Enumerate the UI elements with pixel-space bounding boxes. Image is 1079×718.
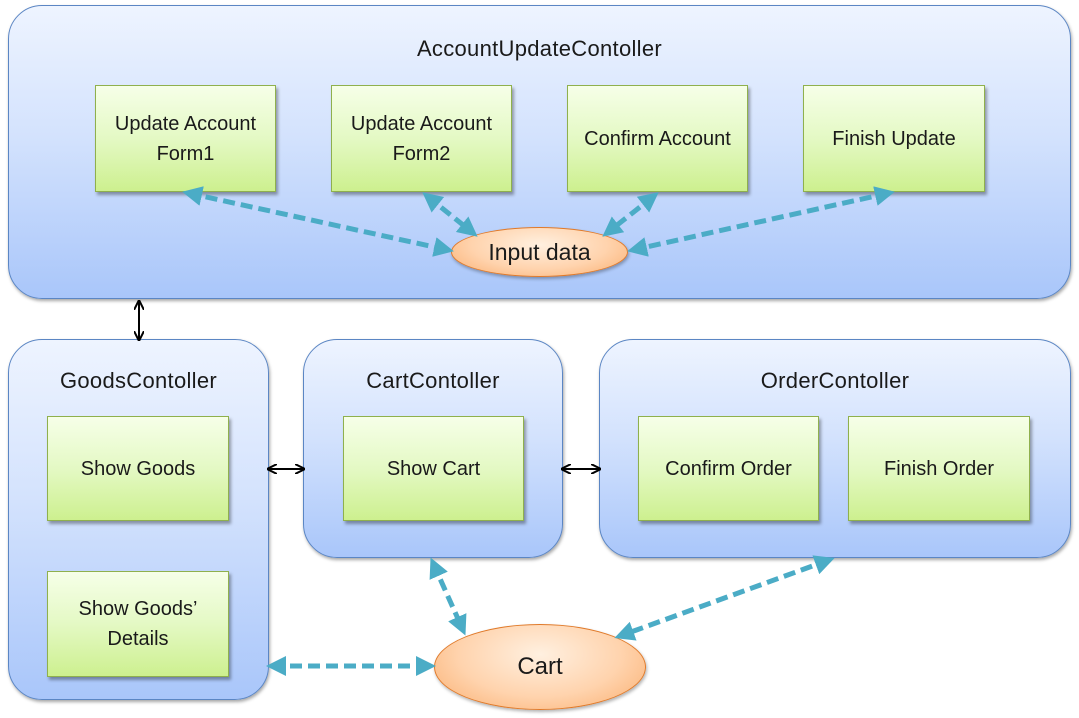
arrow-showcart-cart bbox=[429, 557, 467, 636]
account-update-controller-title: AccountUpdateContoller bbox=[416, 36, 663, 61]
finish-update-screen[interactable]: Finish Update bbox=[803, 85, 985, 192]
confirm-account-label: Confirm Account bbox=[584, 127, 731, 150]
arrow-order-cart bbox=[614, 555, 835, 641]
cart-store[interactable]: Cart bbox=[434, 624, 646, 710]
show-goods-label: Show Goods bbox=[80, 457, 196, 480]
arrow-form1-input bbox=[182, 186, 454, 257]
goods-controller-title: GoodsContoller bbox=[59, 368, 218, 393]
finish-update-label: Finish Update bbox=[832, 127, 956, 150]
confirm-account-screen[interactable]: Confirm Account bbox=[567, 85, 748, 192]
update-account-form2-label: Update Account Form2 bbox=[350, 112, 493, 165]
confirm-order-screen[interactable]: Confirm Order bbox=[638, 416, 819, 521]
finish-order-label: Finish Order bbox=[883, 457, 995, 480]
arrow-form2-input bbox=[422, 192, 478, 237]
update-account-form2-screen[interactable]: Update Account Form2 bbox=[331, 85, 512, 192]
cart-controller-title: CartContoller bbox=[366, 368, 500, 393]
show-cart-screen[interactable]: Show Cart bbox=[343, 416, 524, 521]
show-cart-label: Show Cart bbox=[386, 457, 481, 480]
order-controller-title: OrderContoller bbox=[760, 368, 910, 393]
arrow-finish-input bbox=[627, 186, 895, 257]
input-data-label: Input data bbox=[488, 238, 591, 265]
show-goods-details-label: Show Goods’ Details bbox=[78, 598, 198, 650]
finish-order-screen[interactable]: Finish Order bbox=[848, 416, 1030, 521]
arrow-confirm-input bbox=[602, 192, 659, 237]
show-goods-screen[interactable]: Show Goods bbox=[47, 416, 229, 521]
update-account-form1-label: Update Account Form1 bbox=[114, 112, 257, 165]
cart-store-label: Cart bbox=[517, 653, 563, 680]
confirm-order-label: Confirm Order bbox=[665, 457, 792, 480]
show-goods-details-screen[interactable]: Show Goods’ Details bbox=[47, 571, 229, 677]
